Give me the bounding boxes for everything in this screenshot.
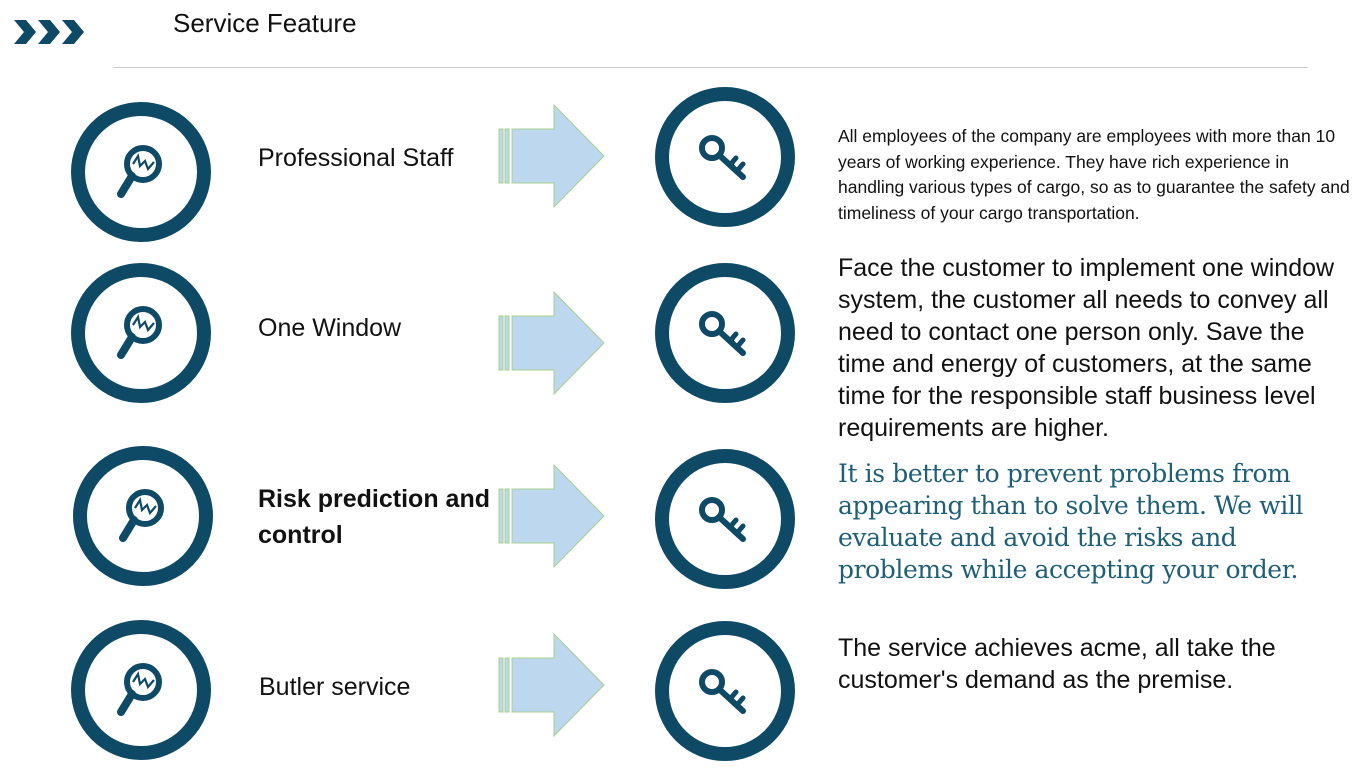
feature-label-risk-prediction: Risk prediction and control	[258, 485, 490, 549]
header-divider	[113, 67, 1308, 68]
key-icon	[699, 497, 746, 542]
key-circle	[655, 621, 795, 761]
magnifier-circle	[73, 446, 213, 586]
triple-chevron-right-icon	[14, 20, 84, 44]
feature-description-butler-service: The service achieves acme, all take the …	[838, 634, 1276, 694]
arrow-right-icon	[498, 290, 605, 396]
key-icon	[699, 135, 746, 180]
key-circle	[655, 263, 795, 403]
magnifier-circle	[71, 620, 211, 760]
page-title: Service Feature	[173, 8, 357, 38]
magnifier-icon	[117, 145, 162, 198]
magnifier-circle	[71, 102, 211, 242]
magnifier-icon	[117, 663, 162, 716]
magnifier-icon	[119, 489, 164, 542]
key-icon	[699, 311, 746, 356]
arrow-right-icon	[498, 632, 605, 738]
arrow-right-icon	[498, 463, 605, 569]
key-circle	[655, 87, 795, 227]
key-icon	[699, 669, 746, 714]
feature-description-one-window: Face the customer to implement one windo…	[838, 254, 1335, 442]
feature-label-professional-staff: Professional Staff	[258, 144, 454, 172]
magnifier-circle	[71, 263, 211, 403]
feature-label-butler-service: Butler service	[259, 673, 411, 701]
magnifier-icon	[117, 306, 162, 359]
arrow-right-icon	[498, 103, 605, 209]
feature-description-risk-prediction: It is better to prevent problems from ap…	[838, 459, 1304, 584]
feature-description-professional-staff: All employees of the company are employe…	[838, 126, 1350, 223]
key-circle	[655, 449, 795, 589]
feature-label-one-window: One Window	[258, 314, 402, 342]
